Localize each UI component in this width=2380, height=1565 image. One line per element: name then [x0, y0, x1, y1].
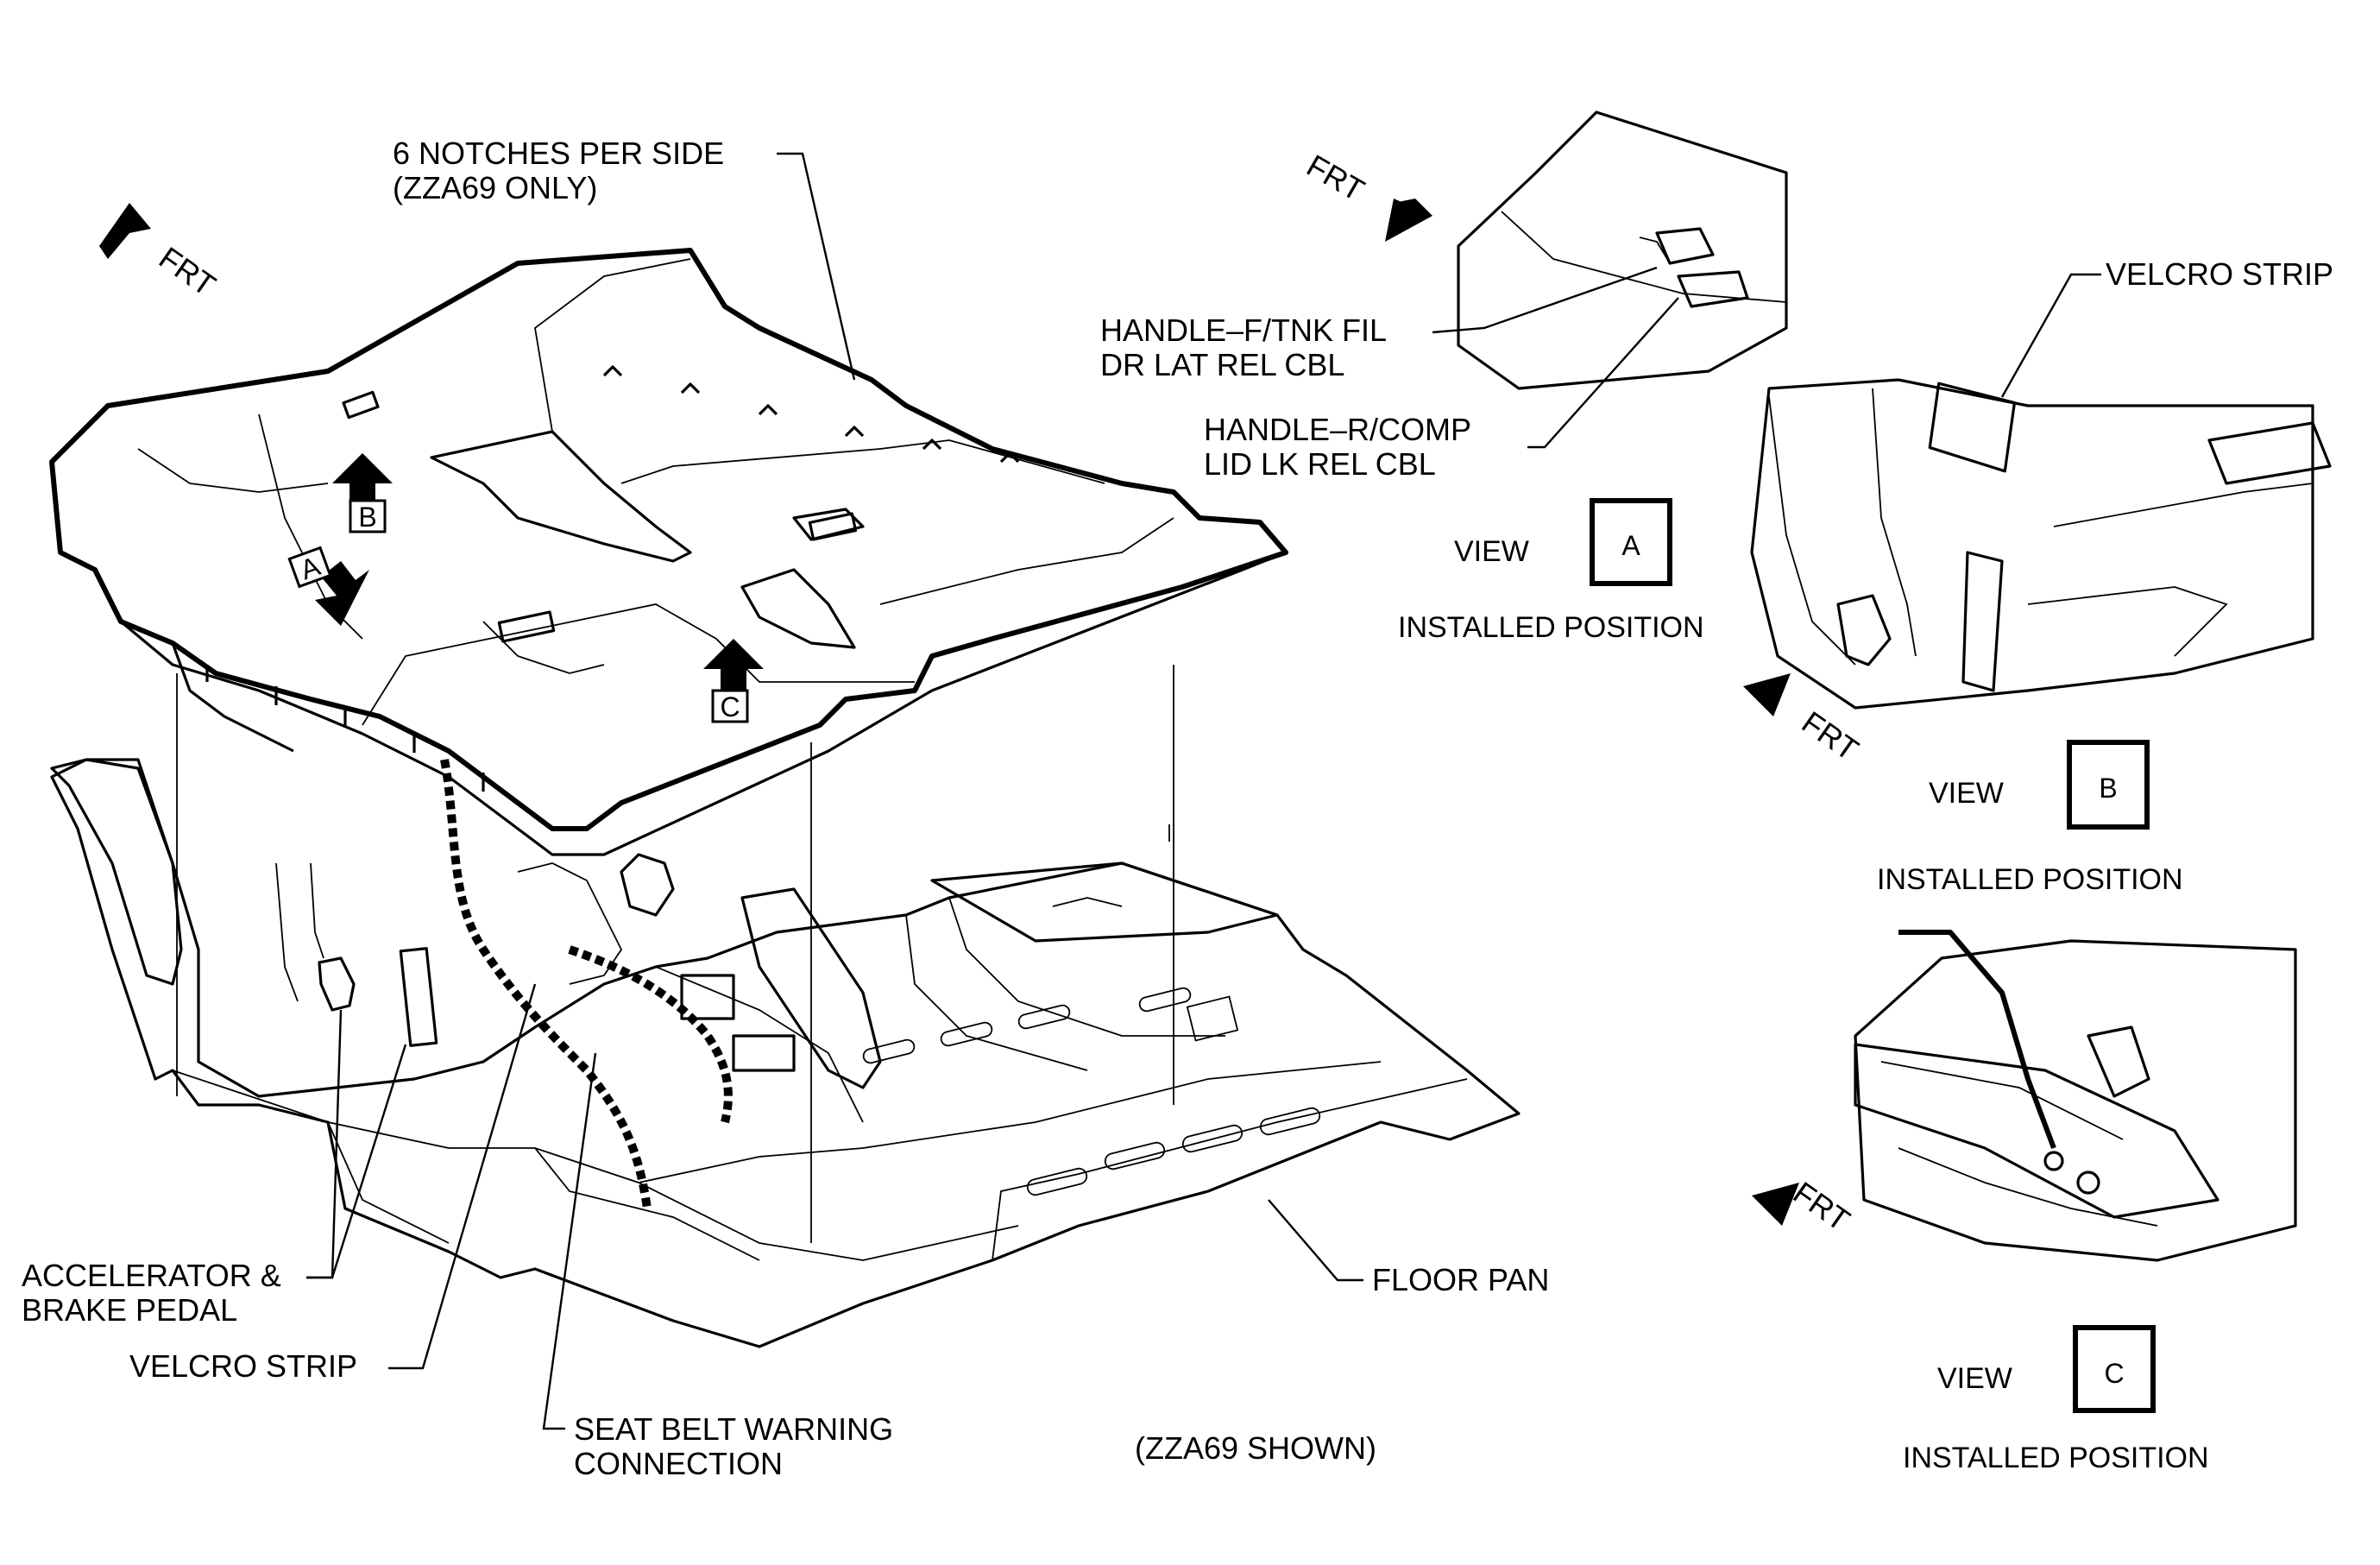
left-sill-panel: [50, 758, 183, 986]
svg-text:CONNECTION: CONNECTION: [574, 1446, 783, 1481]
svg-text:C: C: [2104, 1358, 2124, 1389]
callout-handle-r: HANDLE–R/COMP LID LK REL CBL: [1204, 297, 1679, 482]
svg-text:INSTALLED POSITION: INSTALLED POSITION: [1877, 863, 2183, 896]
callout-floor-pan: FLOOR PAN: [1268, 1199, 1549, 1297]
frt-label-view-a: FRT: [1301, 148, 1371, 208]
svg-text:ACCELERATOR &: ACCELERATOR &: [22, 1258, 281, 1293]
view-c-label: VIEW C INSTALLED POSITION: [1903, 1325, 2209, 1474]
svg-text:HANDLE–F/TNK FIL: HANDLE–F/TNK FIL: [1100, 312, 1387, 348]
svg-text:INSTALLED POSITION: INSTALLED POSITION: [1903, 1442, 2209, 1474]
svg-text:VELCRO STRIP: VELCRO STRIP: [129, 1348, 357, 1384]
svg-text:BRAKE PEDAL: BRAKE PEDAL: [22, 1292, 237, 1328]
callout-seatbelt: SEAT BELT WARNING CONNECTION: [542, 1052, 893, 1481]
view-b-illustration: [1750, 378, 2332, 710]
view-b-label: VIEW B INSTALLED POSITION: [1877, 740, 2183, 896]
tag-b: B: [349, 499, 387, 533]
alignment-lines: [176, 665, 1174, 1243]
callout-velcro-b: VELCRO STRIP: [2000, 256, 2333, 398]
view-c-illustration: [1854, 930, 2297, 1262]
frt-arrow-main: [99, 203, 151, 259]
callout-accelerator: ACCELERATOR & BRAKE PEDAL: [22, 1009, 407, 1328]
svg-text:DR LAT REL CBL: DR LAT REL CBL: [1100, 347, 1344, 382]
frt-arrow-view-c: [1752, 1183, 1799, 1226]
svg-text:INSTALLED POSITION: INSTALLED POSITION: [1398, 611, 1704, 644]
svg-text:C: C: [720, 691, 740, 723]
svg-text:(ZZA69 ONLY): (ZZA69 ONLY): [393, 170, 597, 205]
floor-carpet: [49, 248, 1288, 856]
svg-text:LID LK REL CBL: LID LK REL CBL: [1204, 446, 1436, 482]
frt-arrow-view-b: [1743, 673, 1791, 716]
svg-text:VIEW: VIEW: [1937, 1362, 2012, 1395]
svg-text:6 NOTCHES PER SIDE: 6 NOTCHES PER SIDE: [393, 136, 724, 171]
view-a-illustration: [1457, 110, 1788, 390]
svg-text:B: B: [358, 502, 376, 533]
callout-notches: 6 NOTCHES PER SIDE (ZZA69 ONLY): [393, 136, 856, 381]
view-a-label: VIEW A INSTALLED POSITION: [1398, 498, 1704, 644]
svg-text:HANDLE–R/COMP: HANDLE–R/COMP: [1204, 412, 1471, 447]
frt-label-main: FRT: [153, 240, 222, 303]
tag-c: C: [711, 689, 749, 723]
arrow-c-up: [703, 639, 764, 691]
arrow-b-up: [332, 453, 393, 505]
svg-text:A: A: [1621, 530, 1640, 561]
zza69-shown-note: (ZZA69 SHOWN): [1135, 1430, 1376, 1466]
frt-label-view-b: FRT: [1796, 704, 1865, 767]
svg-text:SEAT BELT WARNING: SEAT BELT WARNING: [574, 1411, 893, 1447]
svg-text:VIEW: VIEW: [1929, 777, 2004, 810]
svg-text:VELCRO STRIP: VELCRO STRIP: [2106, 256, 2333, 292]
callout-velcro-main: VELCRO STRIP: [129, 983, 537, 1384]
svg-text:VIEW: VIEW: [1454, 535, 1529, 568]
svg-text:B: B: [2099, 773, 2117, 804]
tag-a: A: [287, 546, 332, 589]
svg-text:FLOOR PAN: FLOOR PAN: [1372, 1262, 1549, 1297]
callout-handle-f: HANDLE–F/TNK FIL DR LAT REL CBL: [1100, 266, 1658, 382]
frt-arrow-view-a-body: [1394, 199, 1432, 220]
